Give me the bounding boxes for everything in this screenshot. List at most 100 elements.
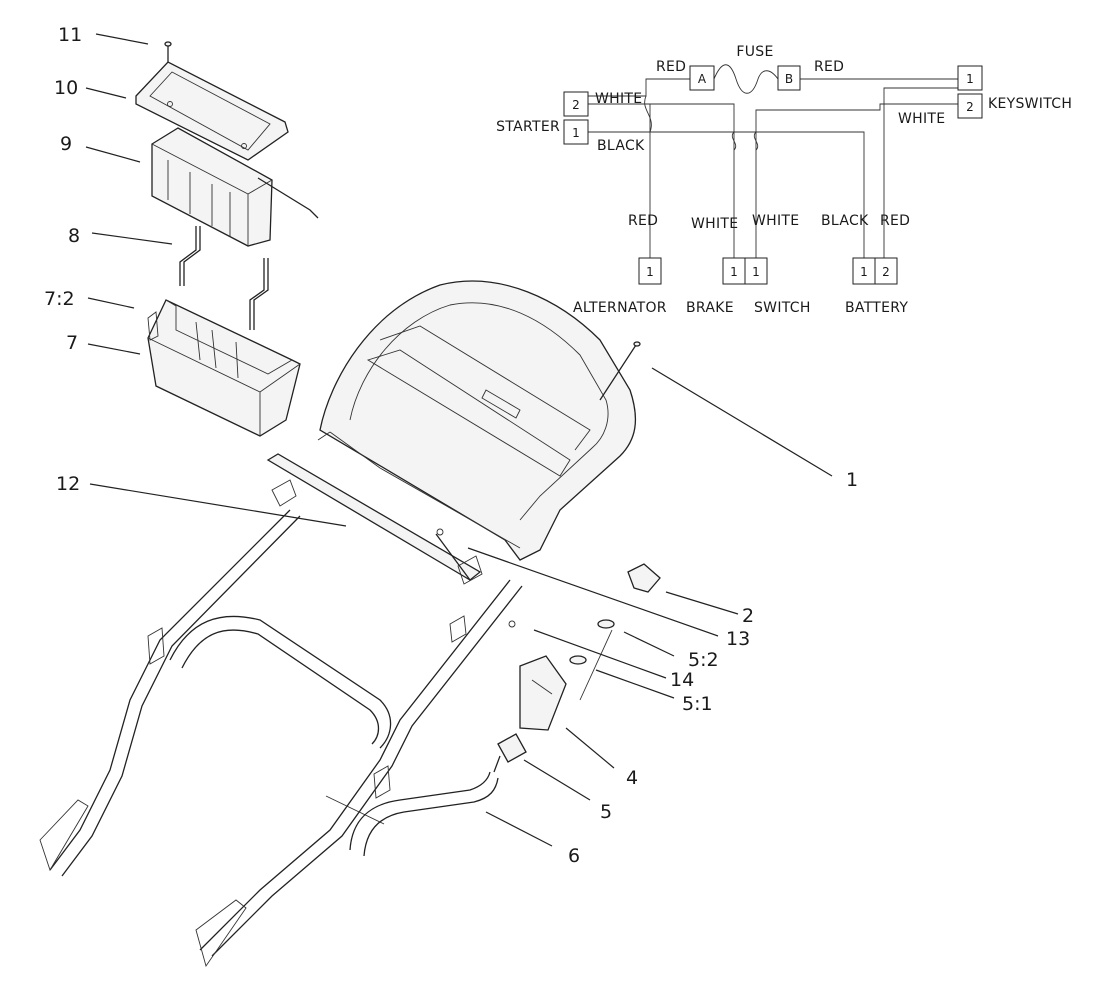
battery-pin-1: 1 [860,265,868,279]
keyswitch-label: KEYSWITCH [988,96,1072,112]
key-switch [497,733,527,763]
wire-label-white: WHITE [898,111,945,127]
starter-pin-1: 1 [572,126,580,140]
bracket-right [457,555,483,585]
bolt-14-icon [508,620,516,628]
fuse-terminal-a-box [689,65,715,91]
switch-label: SWITCH [754,300,811,316]
bail-lever [349,771,499,857]
wire-label-white: WHITE [595,91,642,107]
leader-12 [89,483,347,527]
leader-7-2 [87,297,135,309]
alternator-pin-box [638,257,662,285]
switch-pin-box [744,257,768,285]
panel-inner-rim [349,302,609,521]
keyswitch-pin-2: 2 [966,100,974,114]
callout-7: 7 [66,332,78,354]
battery-cable [257,177,319,219]
keyswitch-pin-1: 1 [966,72,974,86]
leader-10 [85,87,127,99]
callout-5: 5 [600,801,612,823]
rail-clip [373,765,391,799]
washer [597,619,615,629]
handle-rail-left [49,509,291,871]
control-panel-housing [317,280,641,561]
cover-recess [149,71,271,151]
wire-black-battery [588,131,865,258]
wire-crossing [644,95,652,133]
panel-slot [481,389,521,419]
callout-11: 11 [58,24,82,46]
hold-down-rod [183,226,201,286]
leader-4 [565,727,615,769]
wire-white-brake [588,103,735,258]
switch-boot [519,655,567,731]
cover-hole [167,101,173,107]
hold-down-rod [249,258,265,330]
cross-bar-tube [266,453,482,581]
leader-14 [533,629,667,679]
bolt-head-icon [436,528,444,536]
callout-5-2: 5:2 [688,649,719,671]
leader-2 [665,591,739,615]
callout-13: 13 [726,628,750,650]
brake-pin-1: 1 [730,265,738,279]
wiring-schematic: 2 1 STARTER A B FUSE 1 2 KEYSWITCH RED R… [496,44,1072,316]
callout-7-2: 7:2 [44,288,75,310]
keyswitch-pin-box [957,93,983,119]
leader-11 [95,33,149,45]
leader-5-1 [595,669,675,699]
clamp [325,795,385,825]
alternator-label: ALTERNATOR [573,300,667,316]
leader-13 [467,547,719,637]
wire-label-black: BLACK [821,213,869,229]
leader-9 [85,146,141,163]
switch-pin-1: 1 [752,265,760,279]
battery-pin-box [874,257,898,285]
cross-bar [266,453,483,585]
battery-assembly [135,41,319,437]
boot-detail [531,679,553,695]
starter-pin-box [563,119,589,145]
fuse-terminal-b-box [777,65,801,91]
starter-pin-box [563,91,589,117]
wire-red-a [588,78,690,97]
wires [588,64,958,258]
screw-shaft [599,344,637,401]
panel-base [317,431,521,549]
switch-terminal [493,755,501,773]
wire-label-red: RED [880,213,910,229]
hold-down-rod [253,258,269,330]
leader-8 [91,232,173,245]
tray-ribs [195,321,239,379]
wire-red-battery [883,87,958,258]
battery-tray [147,299,301,437]
handle-frame [39,509,523,968]
wire-label-red: RED [814,59,844,75]
panel-shell [319,280,637,561]
rail-end-right [195,899,247,968]
rail-clip [147,627,165,665]
panel-crossbar [379,325,591,451]
fuse-label: FUSE [736,44,773,60]
rail-end-left [39,799,89,872]
handle-loop [169,615,392,749]
key [627,563,661,593]
alternator-pin-1: 1 [646,265,654,279]
callout-2: 2 [742,605,754,627]
leader-1 [651,367,833,477]
tray-spacer [147,311,159,341]
bracket-left [271,479,297,507]
leader-5-2 [623,631,675,657]
nut [569,655,587,665]
fuse-terminal-b: B [785,72,793,86]
panel-crossbar [366,349,571,477]
tray-inner [165,299,293,375]
wire-label-black: BLACK [597,138,645,154]
battery-ribs [167,160,231,236]
fuse-terminal-a: A [698,72,707,86]
handle-rail-right [211,585,523,957]
screw-head-icon [633,341,641,347]
